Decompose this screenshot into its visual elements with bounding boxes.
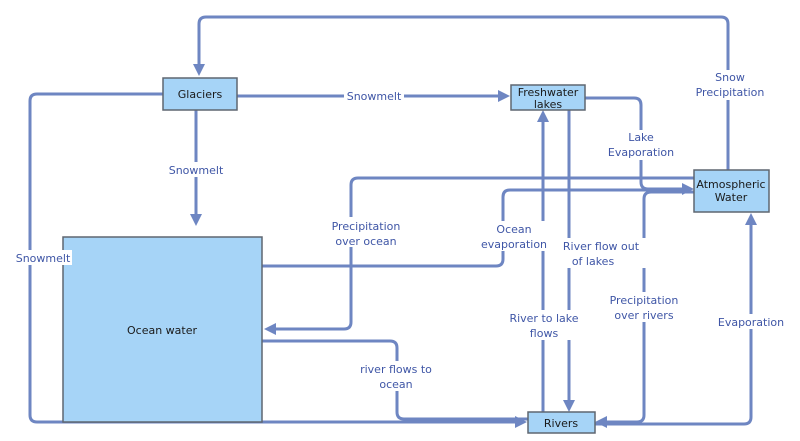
node-freshwater-lakes-label-1: Freshwater [518,86,579,99]
node-freshwater-lakes: Freshwater lakes [510,84,586,111]
edge-river-to-lake-flows [537,110,549,414]
svg-text:Snowmelt: Snowmelt [347,90,402,103]
svg-text:Precipitation: Precipitation [610,294,679,307]
edge-precipitation-over-ocean [264,176,696,335]
svg-text:over rivers: over rivers [614,309,673,322]
edge-snow-precipitation [193,15,730,171]
node-ocean-label: Ocean water [127,324,198,337]
label-snowmelt-to-lakes: Snowmelt [344,88,404,103]
svg-text:Evaporation: Evaporation [608,146,674,159]
svg-text:River flow out: River flow out [563,240,640,253]
edge-evaporation [593,213,757,426]
svg-text:Evaporation: Evaporation [718,316,784,329]
node-glaciers: Glaciers [162,77,238,111]
svg-text:evaporation: evaporation [481,238,547,251]
svg-text:Lake: Lake [628,131,654,144]
svg-text:Snowmelt: Snowmelt [16,252,71,265]
svg-text:over ocean: over ocean [335,235,396,248]
node-atmospheric-label-2: Water [715,191,748,204]
label-river-flows-to-ocean: river flows to ocean [355,361,437,391]
node-ocean-water: Ocean water [62,236,263,423]
svg-text:Precipitation: Precipitation [696,86,765,99]
svg-text:River to lake: River to lake [509,312,578,325]
svg-text:ocean: ocean [379,378,412,391]
svg-text:river flows to: river flows to [360,363,432,376]
label-snowmelt-to-rivers: Snowmelt [14,250,72,265]
svg-text:Snow: Snow [715,71,745,84]
node-rivers: Rivers [527,411,596,434]
svg-text:flows: flows [530,327,559,340]
svg-text:Ocean: Ocean [496,223,531,236]
label-river-to-lake-flows: River to lake flows [506,310,582,340]
svg-text:of lakes: of lakes [572,255,615,268]
node-rivers-label: Rivers [544,417,578,430]
node-glaciers-label: Glaciers [178,88,223,101]
svg-text:Precipitation: Precipitation [332,220,401,233]
label-snow-precipitation: Snow Precipitation [692,70,768,100]
label-precipitation-over-ocean: Precipitation over ocean [325,217,405,248]
label-precipitation-over-rivers: Precipitation over rivers [603,292,685,322]
label-ocean-evaporation: Ocean evaporation [479,221,549,251]
svg-text:Snowmelt: Snowmelt [169,164,224,177]
node-atmospheric-water: Atmospheric Water [693,169,770,213]
label-snowmelt-to-ocean: Snowmelt [166,162,226,177]
label-river-flow-out-of-lakes: River flow out of lakes [553,238,649,268]
node-atmospheric-label-1: Atmospheric [696,178,765,191]
label-lake-evaporation: Lake Evaporation [601,130,677,160]
node-freshwater-lakes-label-2: lakes [534,98,563,111]
label-evaporation: Evaporation [716,314,786,329]
